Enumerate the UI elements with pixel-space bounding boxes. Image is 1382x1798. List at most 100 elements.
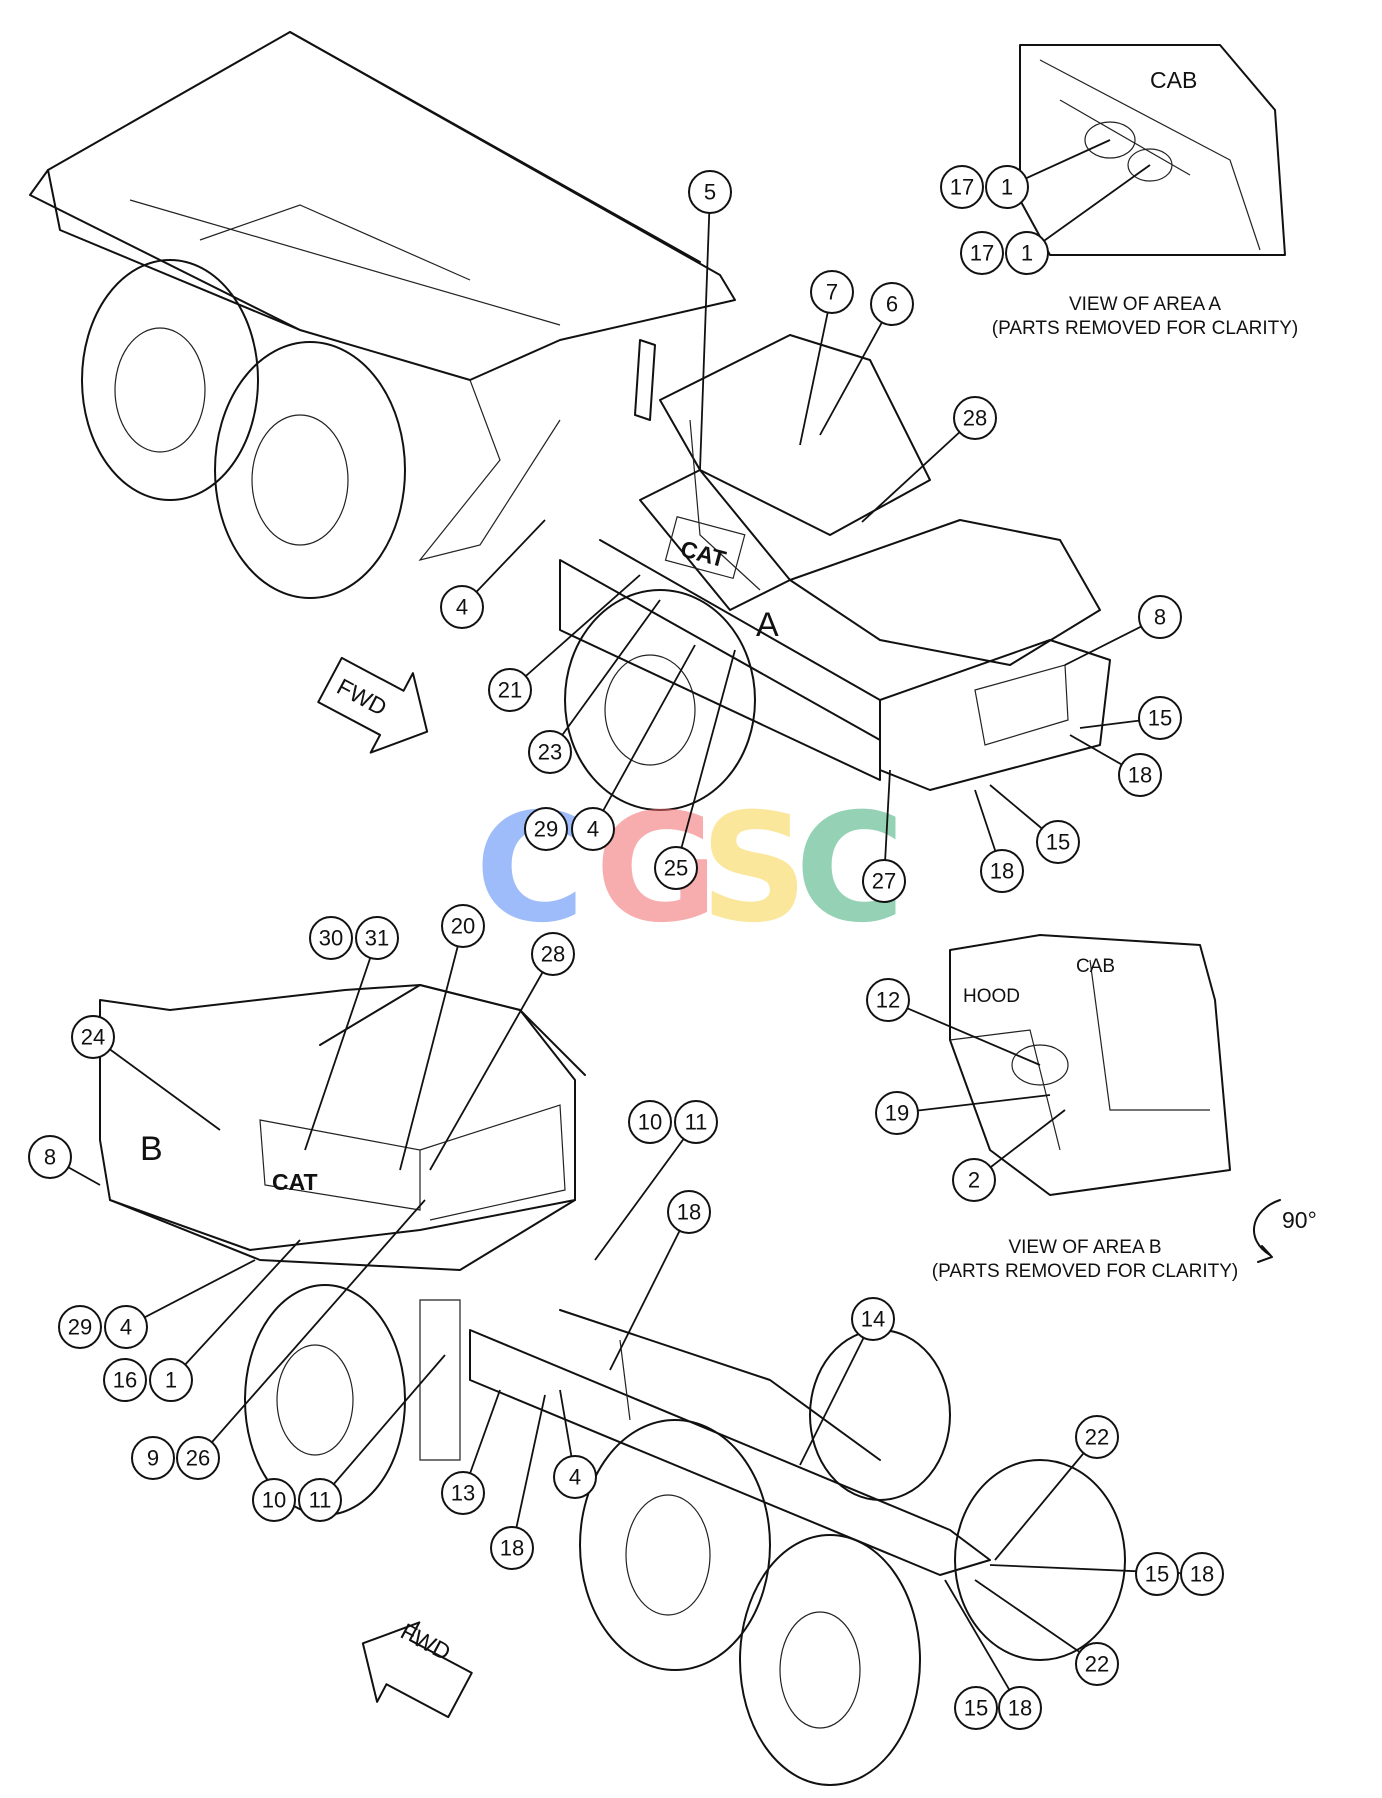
leader-line [399, 925, 464, 1171]
callout-top-23: 23 [528, 730, 572, 774]
leader-line [304, 937, 378, 1151]
callout-top-5: 5 [688, 170, 732, 214]
leader-line [799, 1318, 874, 1466]
inset-view-a: CAB VIEW OF AREA A (PARTS REMOVED FOR CL… [992, 44, 1298, 339]
callout-top-6: 6 [870, 282, 914, 326]
callout-inset_b-12: 12 [866, 978, 910, 1022]
callout-number: 13 [451, 1481, 475, 1506]
leader-line [170, 1239, 301, 1381]
callout-number: 18 [677, 1200, 701, 1225]
leader-line [994, 1436, 1098, 1561]
callout-circle [309, 916, 353, 960]
callout-bottom-4: 4 [104, 1305, 148, 1349]
leader-line [1026, 164, 1151, 254]
callout-bottom-22: 22 [1075, 1415, 1119, 1459]
callout-bottom-4: 4 [553, 1455, 597, 1499]
callout-number: 11 [685, 1110, 708, 1135]
callout-top-15: 15 [1036, 820, 1080, 864]
callout-number: 27 [872, 869, 896, 894]
callout-circle [58, 1305, 102, 1349]
callout-number: 15 [1046, 830, 1070, 855]
callout-bottom-9: 9 [131, 1436, 175, 1480]
callout-number: 18 [1008, 1696, 1032, 1721]
callout-number: 6 [886, 292, 898, 317]
callout-circle [1005, 231, 1049, 275]
callout-circle [667, 1190, 711, 1234]
cat-logo-bottom: CAT [272, 1169, 318, 1195]
callout-number: 1 [165, 1368, 177, 1393]
callout-circle [441, 904, 485, 948]
callout-circle [1138, 595, 1182, 639]
callout-top-25: 25 [654, 846, 698, 890]
leader-line [974, 1579, 1098, 1665]
callout-bottom-18: 18 [667, 1190, 711, 1234]
callout-circle [688, 170, 732, 214]
leader-line [609, 1211, 690, 1371]
callout-number: 17 [970, 241, 994, 266]
callout-circle [488, 668, 532, 712]
callout-bottom-18: 18 [1180, 1552, 1224, 1596]
callout-top-7: 7 [810, 270, 854, 314]
callout-top-28: 28 [953, 396, 997, 440]
inset-b-caption-2: (PARTS REMOVED FOR CLARITY) [932, 1261, 1239, 1282]
area-a-marker: A [756, 606, 779, 644]
callout-number: 26 [186, 1446, 210, 1471]
leader-line [511, 1394, 546, 1549]
callout-number: 22 [1085, 1652, 1109, 1677]
callout-bottom-15: 15 [954, 1686, 998, 1730]
area-b-marker: B [140, 1130, 163, 1168]
callout-number: 28 [963, 406, 987, 431]
leader-line [944, 1579, 1021, 1709]
leader-line [92, 1036, 221, 1131]
callout-circle [149, 1358, 193, 1402]
callout-circle [1118, 753, 1162, 797]
callout-number: 7 [826, 280, 838, 305]
callout-number: 4 [569, 1465, 581, 1490]
callout-circle [985, 165, 1029, 209]
callout-circle [866, 978, 910, 1022]
callout-number: 2 [968, 1168, 980, 1193]
callout-number: 31 [365, 926, 389, 951]
callout-bottom-15: 15 [1135, 1552, 1179, 1596]
callout-number: 10 [262, 1488, 286, 1513]
fwd-arrow-bottom [361, 1621, 473, 1719]
callout-number: 1 [1021, 241, 1033, 266]
callout-bottom-16: 16 [103, 1358, 147, 1402]
rotation-label: 90° [1282, 1207, 1317, 1233]
leader-line [887, 999, 1041, 1066]
callout-inset_b-19: 19 [875, 1091, 919, 1135]
callout-number: 24 [81, 1025, 105, 1050]
callout-circle [131, 1436, 175, 1480]
callout-number: 23 [538, 740, 562, 765]
callout-circle [176, 1436, 220, 1480]
callout-circle [1180, 1552, 1224, 1596]
callout-number: 8 [44, 1145, 56, 1170]
inset-a-caption-1: VIEW OF AREA A [1069, 294, 1221, 315]
callout-circle [490, 1526, 534, 1570]
callout-top-18: 18 [980, 849, 1024, 893]
callout-number: 4 [120, 1315, 132, 1340]
callout-number: 11 [309, 1488, 332, 1513]
callout-number: 21 [498, 678, 522, 703]
callout-bottom-24: 24 [71, 1015, 115, 1059]
callout-number: 18 [1190, 1562, 1214, 1587]
callout-top-4: 4 [571, 807, 615, 851]
callout-number: 4 [587, 817, 599, 842]
callout-circle [1075, 1642, 1119, 1686]
leader-line [675, 649, 736, 869]
callout-bottom-1: 1 [149, 1358, 193, 1402]
inset-view-b: HOOD CAB 90° VIEW OF AREA B (PARTS REMOV… [932, 934, 1317, 1282]
callout-number: 18 [990, 859, 1014, 884]
callout-circle [628, 1100, 672, 1144]
callout-bottom-18: 18 [998, 1686, 1042, 1730]
callout-circle [524, 807, 568, 851]
callout-number: 17 [950, 175, 974, 200]
watermark-letter-1: C [475, 782, 585, 956]
callout-circle [571, 807, 615, 851]
callout-inset_a-17: 17 [940, 165, 984, 209]
callout-number: 10 [638, 1110, 662, 1135]
callout-number: 20 [451, 914, 475, 939]
callout-number: 29 [534, 817, 558, 842]
